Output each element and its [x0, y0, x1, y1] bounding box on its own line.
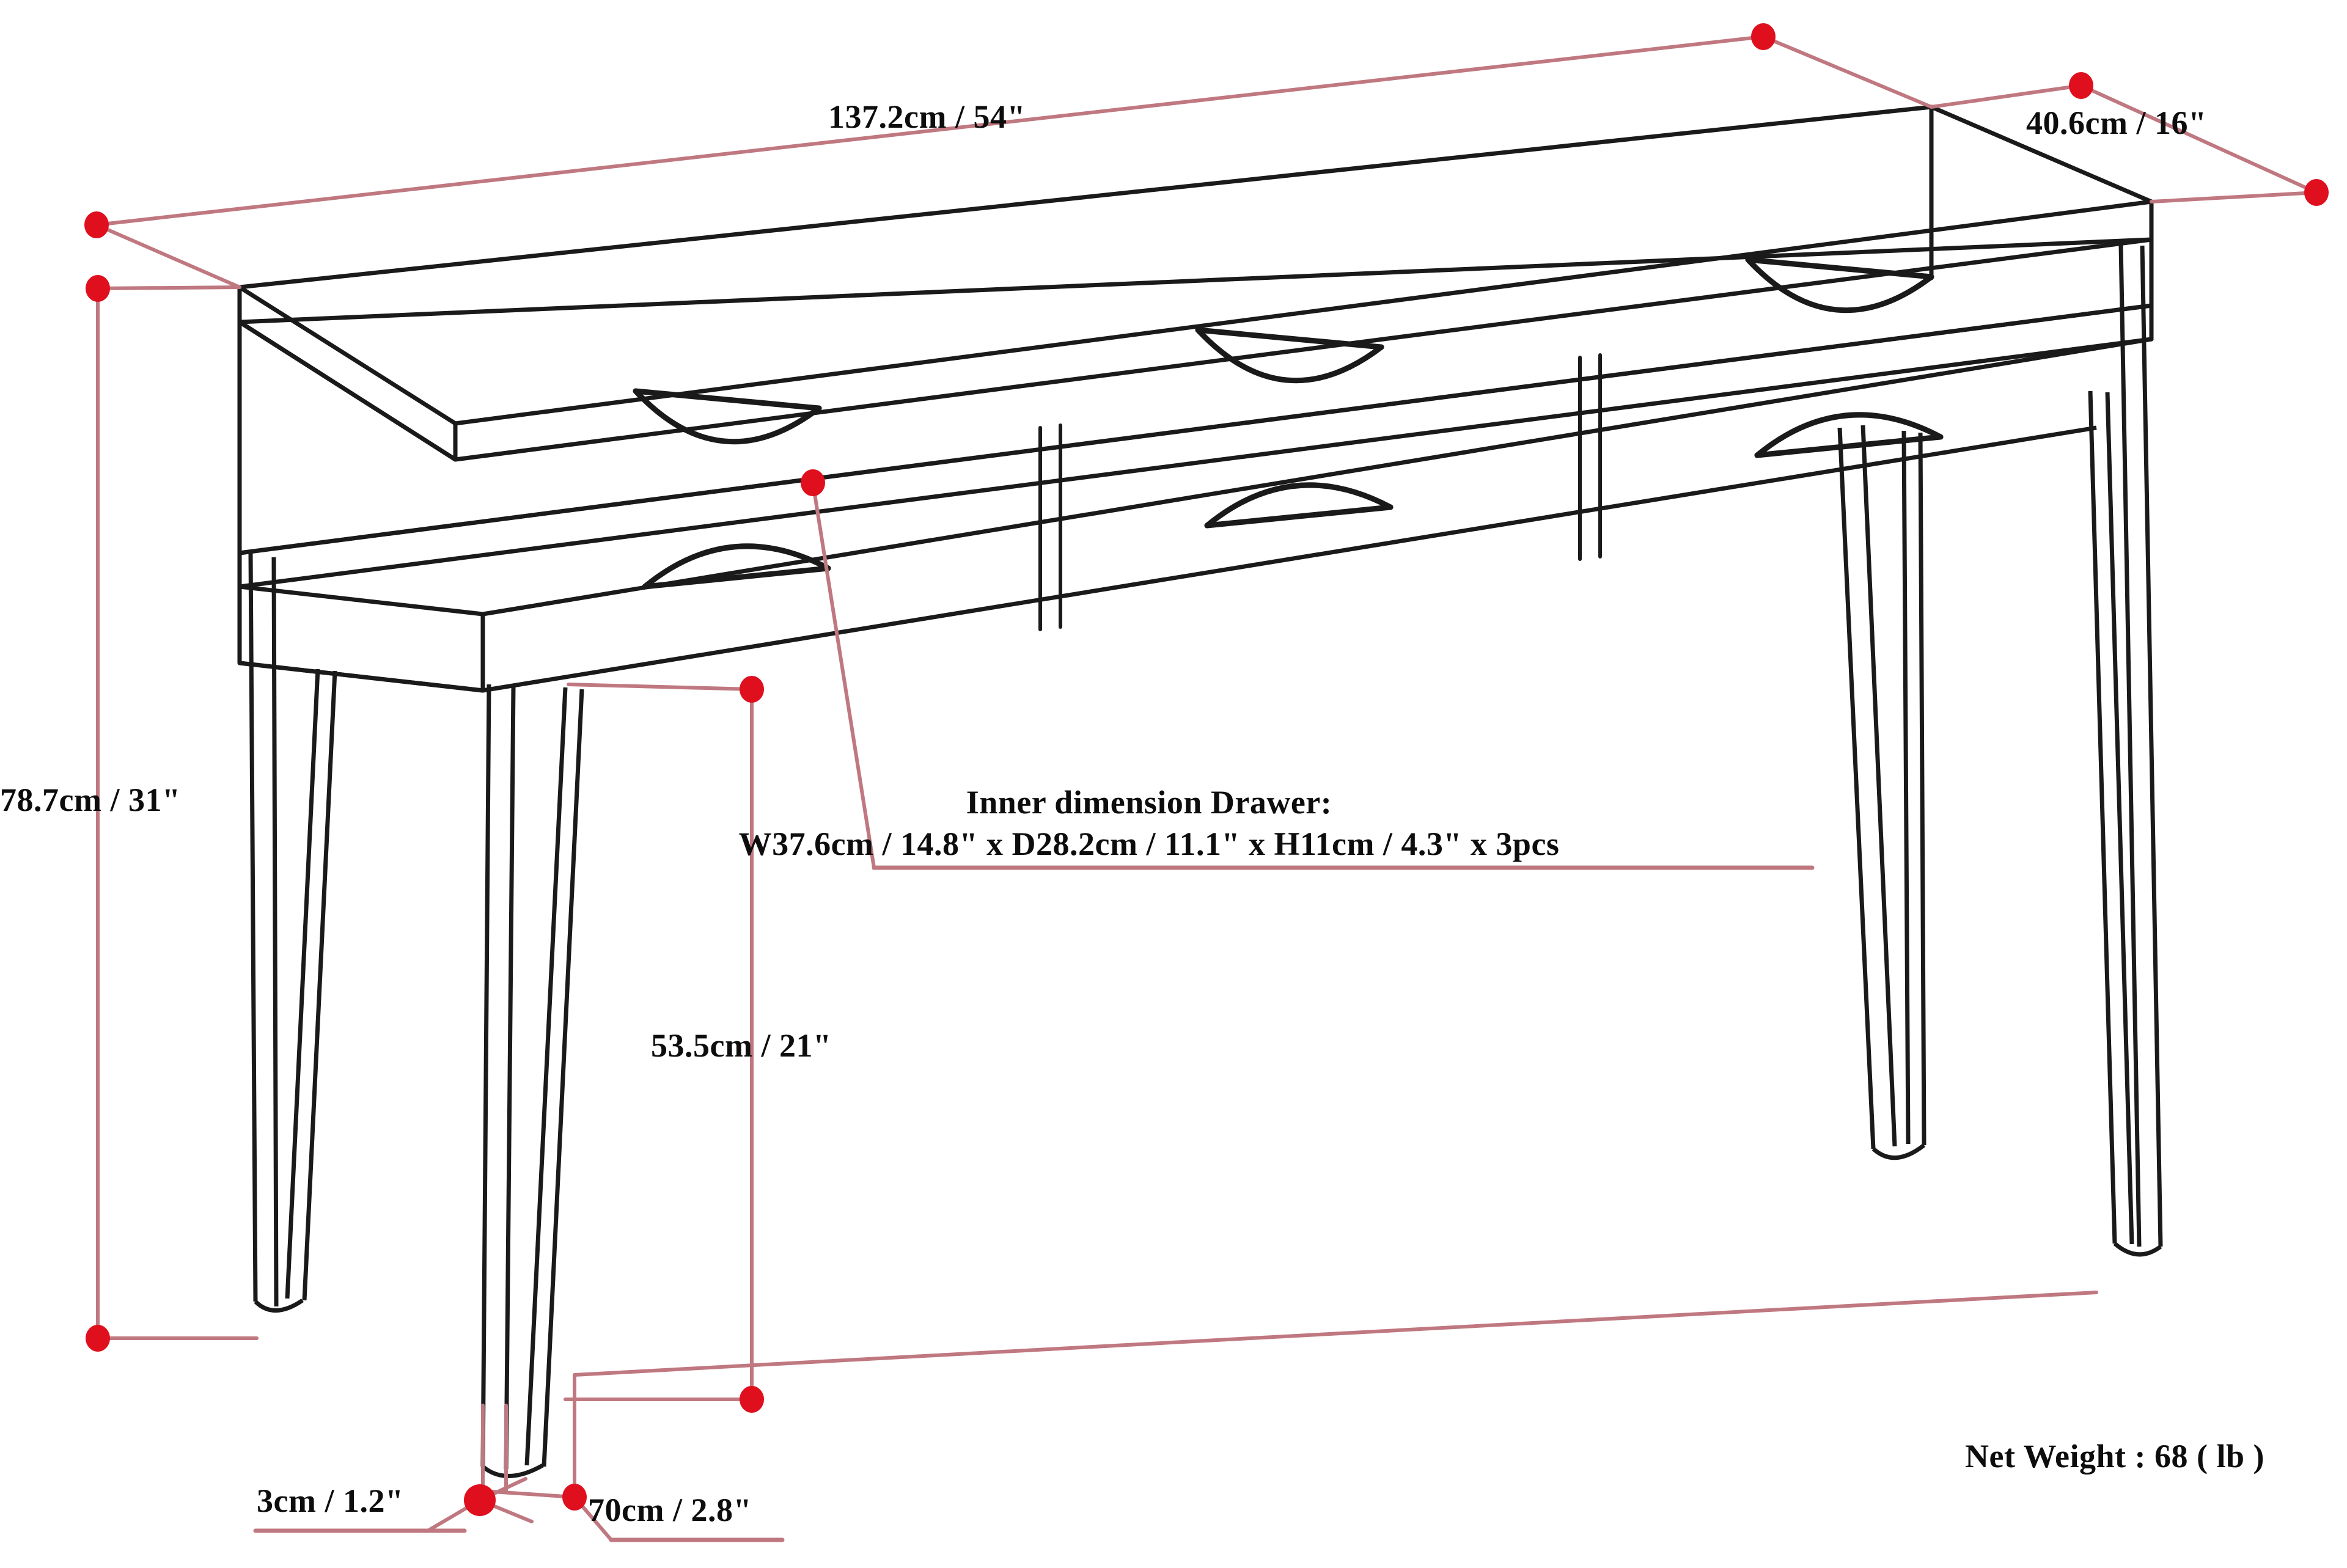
- leg-front-near-outer: [480, 684, 491, 1467]
- leg-front-near-inner2: [542, 689, 584, 1467]
- leg-front-left-inner2: [302, 670, 337, 1301]
- dim-ext-depth-b: [2150, 191, 2318, 203]
- leg-front-left-outer: [248, 552, 258, 1302]
- dot-width-right: [1751, 23, 1776, 50]
- dot-clearance-top: [740, 676, 764, 703]
- dim-ext-depth-a: [1930, 84, 2083, 109]
- drawer-handle-1-lower: [642, 543, 831, 590]
- dot-clearance-bottom: [740, 1386, 764, 1413]
- dim-line-depth: [2079, 84, 2318, 194]
- dot-leg-node-a: [464, 1484, 496, 1516]
- leg-right-front-foot: [1871, 1143, 1926, 1160]
- drawer-handle-2-lower: [1204, 482, 1394, 529]
- apron-side-left: [239, 661, 483, 693]
- leg-right-front-inner: [1901, 430, 1911, 1145]
- tabletop-front-lower: [237, 320, 458, 462]
- drawer-handle-1-upper: [633, 388, 822, 445]
- dimension-label-height: 78.7cm / 31": [0, 782, 181, 818]
- leg-front-left-foot: [254, 1299, 304, 1313]
- dim-ext-clearance-top: [567, 683, 754, 691]
- drawer-handle-3-lower: [1754, 412, 1944, 458]
- drawer-handle-1-upper-inner: [633, 388, 822, 411]
- leg-back-right-inner2: [2105, 392, 2134, 1245]
- case-front-bottom-rail: [237, 303, 2154, 555]
- leg-back-right-inner: [2088, 390, 2117, 1244]
- case-front-bottom-rail-2: [237, 337, 2154, 589]
- leg-right-front-outer2: [1860, 425, 1897, 1147]
- dot-depth-top: [2069, 72, 2093, 99]
- dim-ext-height-top: [96, 285, 241, 290]
- apron-right-run-low: [482, 425, 2097, 693]
- leg-back-right-outer: [2118, 244, 2142, 1247]
- drawer-handle-2-lower-inner: [1204, 504, 1394, 529]
- dimension-label-leg-b: 70cm / 2.8": [588, 1492, 752, 1528]
- drawer-handle-3-upper: [1745, 257, 1934, 313]
- dot-height-top: [86, 275, 110, 302]
- drawer-handle-3-lower-inner: [1754, 434, 1944, 458]
- dot-depth-right: [2304, 179, 2329, 206]
- dim-ext-width-right: [1761, 35, 1933, 109]
- leg-back-right-foot: [2113, 1242, 2162, 1257]
- leader-leg-b2: [481, 1489, 576, 1499]
- dot-width-left: [84, 211, 109, 238]
- dot-leg-node-b: [562, 1484, 587, 1511]
- leg-back-right-outer2: [2140, 245, 2163, 1247]
- dimension-dot-group: [84, 23, 2329, 1516]
- leg-right-front-inner2: [1918, 432, 1926, 1146]
- drawer-handle-2-upper: [1195, 327, 1384, 384]
- leg-front-left-outer2: [271, 557, 279, 1307]
- drawer-handle-2-upper-inner: [1195, 327, 1384, 350]
- dimension-label-depth: 40.6cm / 16": [2026, 104, 2207, 141]
- dimension-label-leg-a: 3cm / 1.2": [257, 1482, 404, 1519]
- drawer-handle-3-upper-inner: [1745, 257, 1934, 280]
- leader-leg-stem4: [573, 1291, 2098, 1377]
- leg-front-near-foot: [481, 1463, 544, 1478]
- leg-right-front-outer: [1837, 427, 1876, 1149]
- leg-front-left-inner: [285, 669, 320, 1299]
- leg-front-near-outer2: [504, 686, 516, 1470]
- inner-dimension-detail: W37.6cm / 14.8" x D28.2cm / 11.1" x H11c…: [738, 826, 1560, 862]
- dimension-label-clearance: 53.5cm / 21": [651, 1027, 832, 1064]
- inner-dimension-heading: Inner dimension Drawer:: [966, 784, 1332, 821]
- dot-inner-dimension: [801, 469, 825, 496]
- apron-right-run: [482, 337, 2152, 617]
- net-weight-label: Net Weight : 68 ( lb ): [1965, 1438, 2264, 1475]
- dim-line-width: [95, 35, 1765, 227]
- dot-height-bottom: [86, 1325, 110, 1352]
- dim-ext-width-left: [95, 223, 241, 289]
- dimension-label-width: 137.2cm / 54": [828, 98, 1026, 135]
- leg-front-near-inner: [524, 687, 568, 1466]
